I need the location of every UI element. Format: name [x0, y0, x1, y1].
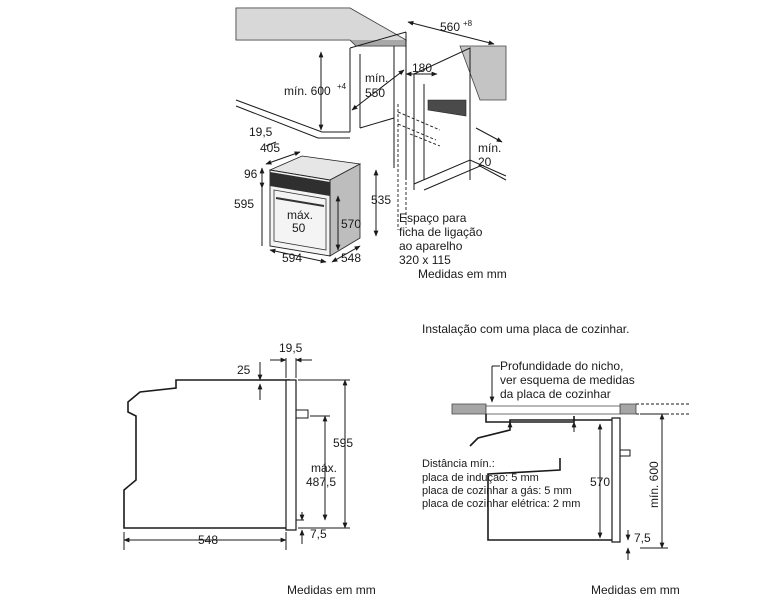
niche-isometric-drawing: 560 +8 mín. 600 +4 mín. 550 180 mín. 20 …: [234, 7, 507, 281]
oven-dim-19-5: 19,5: [249, 125, 273, 139]
depth-note-3: da placa de cozinhar: [500, 387, 611, 401]
dist-induction: placa de indução: 5 mm: [422, 472, 539, 484]
oven-dim-405: 405: [260, 141, 280, 155]
oven-dim-96: 96: [244, 167, 258, 181]
oven-dim-max-2: 50: [292, 221, 306, 235]
oven-side-view-drawing: 19,5 25 595 máx. 487,5 7,5 548 Medidas e…: [123, 341, 376, 597]
top-units-label: Medidas em mm: [418, 267, 507, 281]
socket-note-2: ficha de ligação: [399, 225, 483, 239]
depth-note-2: ver esquema de medidas: [500, 373, 635, 387]
hob-dim-min-600: mín. 600: [647, 461, 661, 508]
oven-dim-max-1: máx.: [287, 208, 313, 222]
depth-note-1: Profundidade do nicho,: [500, 359, 623, 373]
oven-dim-535: 535: [371, 193, 391, 207]
oven-dim-548: 548: [341, 251, 361, 265]
side-dim-max-1: máx.: [311, 461, 337, 475]
dist-electric: placa de cozinhar elétrica: 2 mm: [422, 498, 580, 510]
socket-note-3: ao aparelho: [399, 239, 463, 253]
niche-width-label: 560: [440, 20, 460, 34]
side-dim-595: 595: [333, 436, 353, 450]
side-dim-7-5: 7,5: [310, 527, 327, 541]
oven-isometric: [268, 155, 362, 257]
socket-note-4: 320 x 115: [399, 253, 451, 267]
hob-title: Instalação com uma placa de cozinhar.: [422, 322, 629, 336]
side-dim-max-2: 487,5: [306, 475, 336, 489]
hob-dim-7-5: 7,5: [634, 531, 651, 545]
depth-min-label-2: 550: [365, 86, 385, 100]
hob-dim-570: 570: [590, 475, 610, 489]
hob-units-label: Medidas em mm: [591, 583, 680, 597]
vent-depth-label: 180: [412, 61, 432, 75]
hob-installation-drawing: Instalação com uma placa de cozinhar. Pr…: [422, 322, 690, 597]
side-dim-25: 25: [237, 363, 251, 377]
oven-dim-570: 570: [341, 217, 361, 231]
height-min-tolerance: +4: [337, 82, 347, 91]
side-units-label: Medidas em mm: [287, 583, 376, 597]
height-min-label: mín. 600: [284, 84, 331, 98]
gap-min-label-2: 20: [478, 155, 492, 169]
gap-min-label-1: mín.: [478, 141, 501, 155]
socket-note-1: Espaço para: [399, 211, 467, 225]
dist-gas: placa de cozinhar a gás: 5 mm: [422, 485, 572, 497]
side-dim-548: 548: [198, 533, 218, 547]
oven-dim-594: 594: [282, 251, 302, 265]
side-dim-19-5: 19,5: [279, 341, 303, 355]
dist-title: Distância mín.:: [422, 458, 495, 470]
niche-width-tolerance: +8: [463, 19, 473, 28]
oven-dim-595: 595: [234, 197, 254, 211]
depth-min-label-1: mín.: [365, 71, 388, 85]
